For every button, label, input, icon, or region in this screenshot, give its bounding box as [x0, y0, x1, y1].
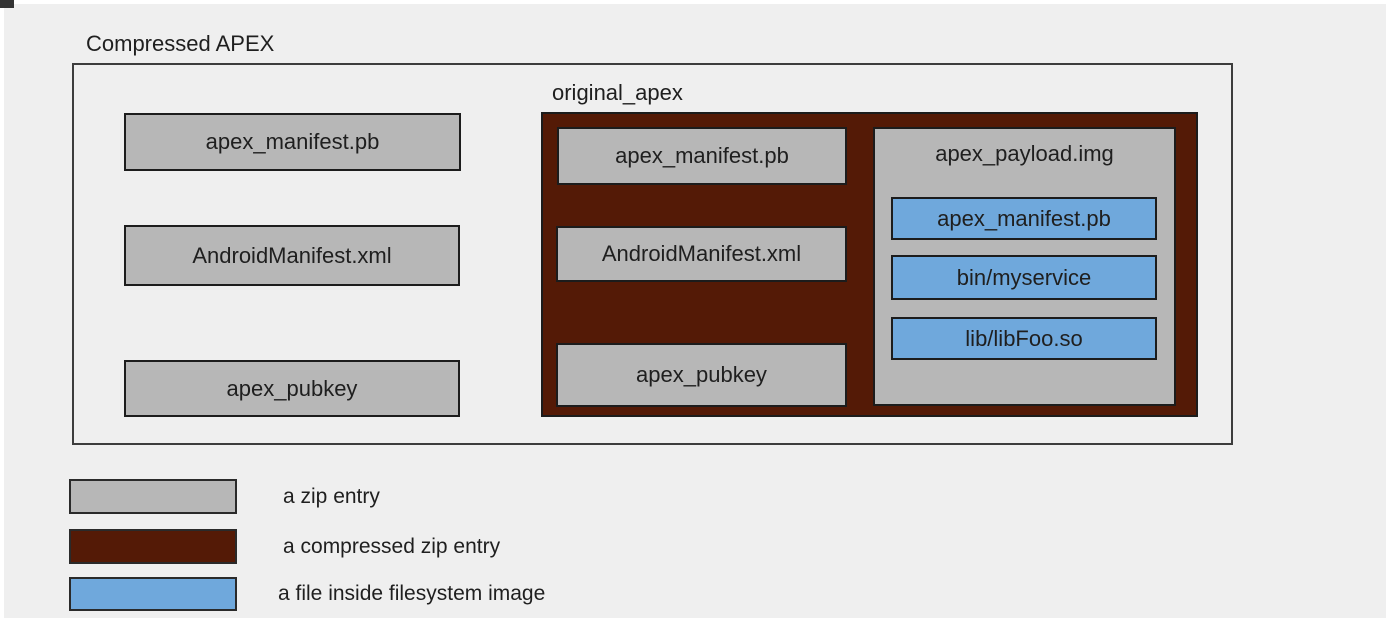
zip-entry-label: AndroidManifest.xml: [601, 241, 802, 266]
legend-label-fs-image-file: a file inside filesystem image: [278, 582, 546, 605]
zip-entry-box: apex_manifest.pb: [124, 113, 461, 171]
zip-entry-label: apex_pubkey: [636, 362, 767, 387]
legend-swatch-zip-entry: [69, 479, 237, 514]
fs-image-file-box: apex_manifest.pb: [891, 197, 1157, 240]
original-apex-label: original_apex: [552, 80, 683, 105]
legend-swatch-compressed-zip-entry: [69, 529, 237, 564]
compressed-apex-label: Compressed APEX: [86, 31, 275, 56]
zip-entry-label: apex_manifest.pb: [205, 129, 380, 154]
zip-entry-box: apex_manifest.pb: [557, 127, 847, 185]
legend-swatch-fs-image-file: [69, 577, 237, 611]
compressed-apex-container: [72, 63, 1233, 445]
apex-payload-label: apex_payload.img: [935, 141, 1114, 166]
fs-image-file-label: lib/libFoo.so: [965, 325, 1083, 351]
zip-entry-label: AndroidManifest.xml: [192, 242, 392, 268]
fs-image-file-box: bin/myservice: [891, 255, 1157, 300]
corner-artifact: [0, 0, 14, 8]
zip-entry-label: apex_pubkey: [226, 375, 358, 401]
legend-label-zip-entry: a zip entry: [283, 485, 380, 508]
legend-label-compressed-zip-entry: a compressed zip entry: [283, 535, 501, 558]
zip-entry-box: apex_pubkey: [556, 343, 847, 407]
zip-entry-box: apex_pubkey: [124, 360, 460, 417]
zip-entry-box: AndroidManifest.xml: [556, 226, 847, 282]
zip-entry-label: apex_manifest.pb: [615, 143, 789, 168]
fs-image-file-label: bin/myservice: [956, 264, 1092, 290]
fs-image-file-label: apex_manifest.pb: [937, 205, 1111, 231]
fs-image-file-box: lib/libFoo.so: [891, 317, 1157, 360]
zip-entry-box: AndroidManifest.xml: [124, 225, 460, 286]
